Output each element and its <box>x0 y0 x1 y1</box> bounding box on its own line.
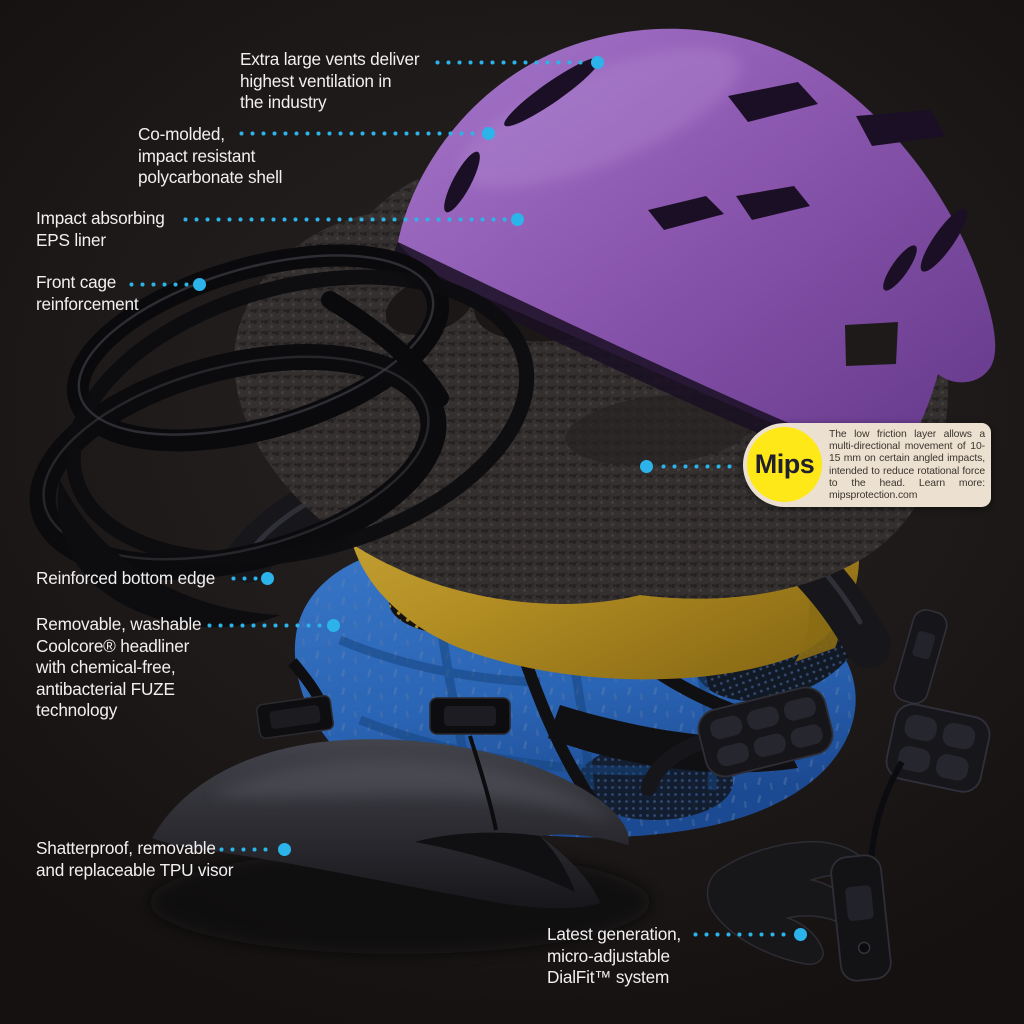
callout-visor: Shatterproof, removable and replaceable … <box>36 838 233 881</box>
leader-line-dialfit <box>690 931 790 937</box>
callout-label: the industry <box>240 92 327 112</box>
callout-shell: Co-molded, impact resistant polycarbonat… <box>138 124 283 189</box>
endpoint-dot-cage <box>192 277 206 291</box>
endpoint-dot-vents <box>590 55 604 69</box>
endpoint-dot-eps <box>510 212 524 226</box>
callout-label: Latest generation, <box>547 924 682 944</box>
callout-label: highest ventilation in <box>240 70 392 91</box>
mips-description: The low friction layer allows a multi-di… <box>829 429 985 502</box>
leader-line-cage <box>126 281 190 287</box>
dialfit-layer <box>640 609 991 982</box>
callout-label: impact resistant <box>138 145 256 166</box>
visor-layer <box>150 739 650 954</box>
leader-line-shell <box>236 130 479 136</box>
mips-logo-badge: Mips <box>747 427 822 502</box>
callout-label: micro-adjustable <box>547 945 670 966</box>
endpoint-dot-shell <box>481 126 495 140</box>
callout-label: and replaceable TPU visor <box>36 859 234 880</box>
callout-label: antibacterial FUZE <box>36 678 175 699</box>
leader-line-eps <box>180 216 508 222</box>
callout-cage: Front cage reinforcement <box>36 272 139 315</box>
shell-vents <box>444 57 968 291</box>
callout-label: Extra large vents deliver <box>240 49 420 69</box>
callout-label: Impact absorbing <box>36 208 165 228</box>
callout-label: technology <box>36 700 118 720</box>
callout-label: with chemical-free, <box>36 657 176 677</box>
callout-label: Co-molded, <box>138 124 225 144</box>
endpoint-dot-bottom-edge <box>260 571 274 585</box>
mips-logo-text: Mips <box>754 449 815 479</box>
endpoint-dot-headliner <box>326 618 340 632</box>
callout-label: EPS liner <box>36 229 106 250</box>
callout-label: Coolcore® headliner <box>36 635 190 656</box>
callout-vents: Extra large vents deliver highest ventil… <box>240 49 420 114</box>
leader-line-visor <box>216 846 274 852</box>
callout-dialfit: Latest generation, micro-adjustable Dial… <box>547 924 681 989</box>
front-cage-layer <box>29 244 535 628</box>
callout-label: Reinforced bottom edge <box>36 568 216 588</box>
endpoint-dot-mips <box>639 459 653 473</box>
endpoint-dot-visor <box>277 842 291 856</box>
mips-callout-box: Mips The low friction layer allows a mul… <box>743 423 991 507</box>
callout-headliner: Removable, washable Coolcore® headliner … <box>36 614 202 722</box>
callout-label: reinforcement <box>36 293 139 314</box>
callout-eps: Impact absorbing EPS liner <box>36 208 165 251</box>
leader-line-vents <box>432 59 588 65</box>
endpoint-dot-dialfit <box>793 927 807 941</box>
leader-line-bottom-edge <box>228 575 259 581</box>
leader-line-headliner <box>204 622 324 628</box>
callout-label: Shatterproof, removable <box>36 838 216 858</box>
callout-label: polycarbonate shell <box>138 167 283 187</box>
callout-label: DialFit™ system <box>547 967 670 987</box>
callout-bottom-edge: Reinforced bottom edge <box>36 568 215 590</box>
callout-label: Front cage <box>36 272 117 292</box>
callout-label: Removable, washable <box>36 614 202 634</box>
leader-line-mips <box>658 463 738 469</box>
straps-hardware <box>256 658 511 831</box>
